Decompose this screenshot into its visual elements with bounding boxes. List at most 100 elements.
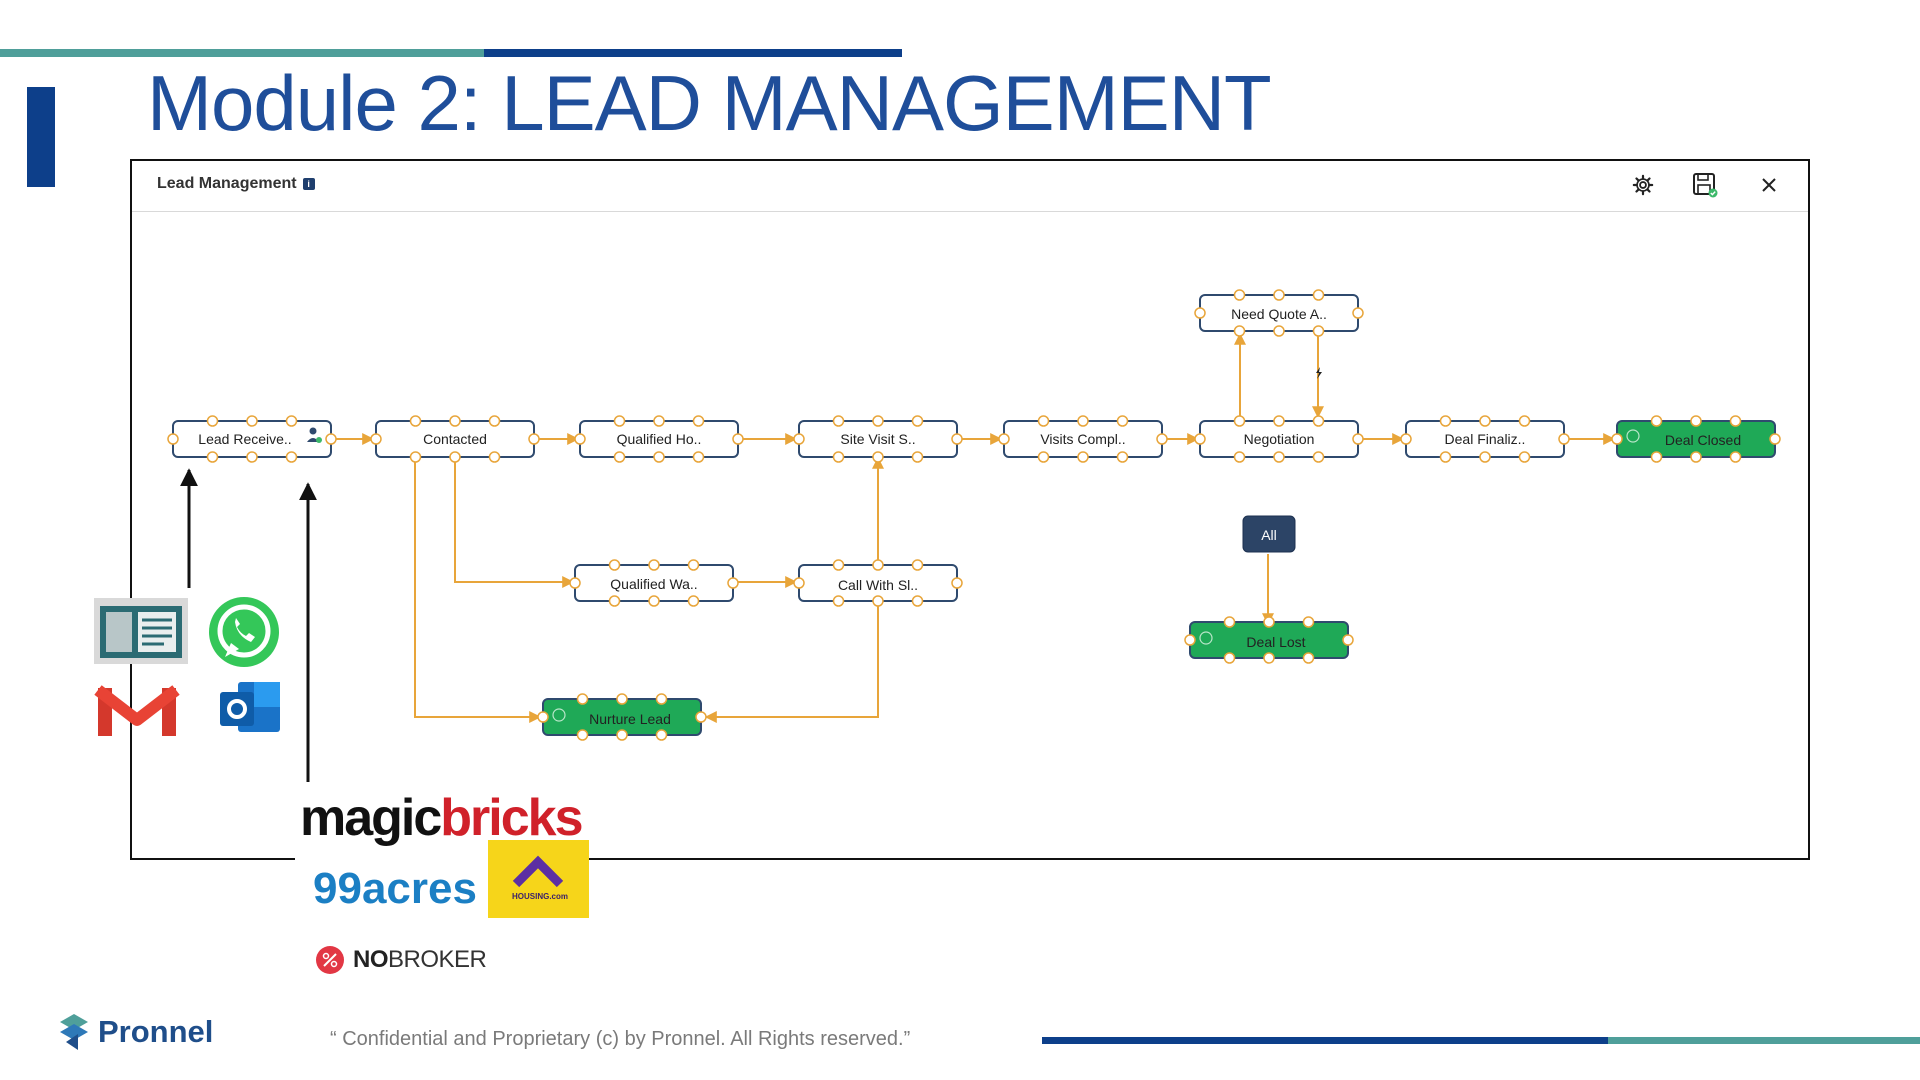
connection-handle[interactable]	[911, 559, 924, 571]
connection-handle[interactable]	[1342, 634, 1354, 646]
node-qualified-ho[interactable]: Qualified Ho..	[579, 420, 739, 458]
connection-handle[interactable]	[613, 451, 626, 463]
connection-handle[interactable]	[1077, 415, 1089, 427]
connection-handle[interactable]	[732, 433, 744, 445]
connection-handle[interactable]	[1729, 415, 1742, 427]
connection-handle[interactable]	[1184, 634, 1196, 646]
connection-handle[interactable]	[616, 729, 628, 741]
connection-handle[interactable]	[1156, 433, 1168, 445]
node-negotiation[interactable]: Negotiation	[1199, 420, 1359, 458]
node-nurture-lead[interactable]: Nurture Lead	[542, 698, 702, 736]
connection-handle[interactable]	[1439, 415, 1452, 427]
connection-handle[interactable]	[1223, 616, 1236, 628]
connection-handle[interactable]	[206, 451, 219, 463]
connection-handle[interactable]	[832, 415, 845, 427]
connection-handle[interactable]	[1233, 451, 1246, 463]
connection-handle[interactable]	[537, 711, 549, 723]
connection-handle[interactable]	[695, 711, 707, 723]
connection-handle[interactable]	[832, 451, 845, 463]
connection-handle[interactable]	[1037, 415, 1050, 427]
connection-handle[interactable]	[409, 415, 422, 427]
connection-handle[interactable]	[951, 433, 963, 445]
connection-handle[interactable]	[1439, 451, 1452, 463]
save-icon[interactable]	[1691, 171, 1719, 199]
connection-handle[interactable]	[872, 451, 884, 463]
assign-user-icon[interactable]	[307, 427, 322, 444]
connection-handle[interactable]	[246, 415, 258, 427]
connection-handle[interactable]	[648, 559, 660, 571]
connection-handle[interactable]	[793, 577, 805, 589]
connection-handle[interactable]	[1312, 451, 1325, 463]
connection-handle[interactable]	[872, 559, 884, 571]
connection-handle[interactable]	[1352, 307, 1364, 319]
connection-handle[interactable]	[1650, 451, 1663, 463]
connection-handle[interactable]	[1037, 451, 1050, 463]
connection-handle[interactable]	[285, 415, 298, 427]
connection-handle[interactable]	[832, 595, 845, 607]
connection-handle[interactable]	[370, 433, 382, 445]
connection-handle[interactable]	[1194, 433, 1206, 445]
connection-handle[interactable]	[449, 415, 461, 427]
node-all[interactable]: All	[1242, 515, 1296, 553]
connection-handle[interactable]	[872, 595, 884, 607]
connection-handle[interactable]	[832, 559, 845, 571]
connection-handle[interactable]	[1690, 415, 1702, 427]
connection-handle[interactable]	[1312, 415, 1325, 427]
connection-handle[interactable]	[911, 415, 924, 427]
connection-handle[interactable]	[325, 433, 337, 445]
connection-handle[interactable]	[576, 693, 589, 705]
connection-handle[interactable]	[687, 595, 700, 607]
connection-handle[interactable]	[1194, 307, 1206, 319]
connection-handle[interactable]	[1077, 451, 1089, 463]
connection-handle[interactable]	[1558, 433, 1570, 445]
settings-gear-icon[interactable]	[1629, 171, 1657, 199]
connection-handle[interactable]	[1233, 415, 1246, 427]
connection-handle[interactable]	[1263, 616, 1275, 628]
connection-handle[interactable]	[655, 693, 668, 705]
connection-handle[interactable]	[1273, 289, 1285, 301]
connection-handle[interactable]	[793, 433, 805, 445]
connection-handle[interactable]	[872, 415, 884, 427]
connection-handle[interactable]	[1518, 415, 1531, 427]
connection-handle[interactable]	[687, 559, 700, 571]
connection-handle[interactable]	[692, 451, 705, 463]
connection-handle[interactable]	[1116, 451, 1129, 463]
connection-handle[interactable]	[1302, 616, 1315, 628]
connection-handle[interactable]	[285, 451, 298, 463]
connection-handle[interactable]	[1116, 415, 1129, 427]
connection-handle[interactable]	[488, 415, 501, 427]
connection-handle[interactable]	[1263, 652, 1275, 664]
connection-handle[interactable]	[951, 577, 963, 589]
connection-handle[interactable]	[911, 595, 924, 607]
connection-handle[interactable]	[616, 693, 628, 705]
connection-handle[interactable]	[1273, 451, 1285, 463]
connection-handle[interactable]	[1400, 433, 1412, 445]
connection-handle[interactable]	[576, 729, 589, 741]
connection-handle[interactable]	[1312, 289, 1325, 301]
connection-handle[interactable]	[1302, 652, 1315, 664]
connection-handle[interactable]	[409, 451, 422, 463]
connection-handle[interactable]	[1690, 451, 1702, 463]
connection-handle[interactable]	[1611, 433, 1623, 445]
close-icon[interactable]	[1755, 171, 1783, 199]
connection-handle[interactable]	[692, 415, 705, 427]
connection-handle[interactable]	[648, 595, 660, 607]
connection-handle[interactable]	[1769, 433, 1781, 445]
connection-handle[interactable]	[1233, 325, 1246, 337]
connection-handle[interactable]	[653, 451, 665, 463]
connection-handle[interactable]	[1479, 415, 1491, 427]
connection-handle[interactable]	[1650, 415, 1663, 427]
info-icon[interactable]: i	[302, 178, 315, 190]
connection-handle[interactable]	[569, 577, 581, 589]
connection-handle[interactable]	[998, 433, 1010, 445]
connection-handle[interactable]	[1518, 451, 1531, 463]
connection-handle[interactable]	[608, 559, 621, 571]
connection-handle[interactable]	[655, 729, 668, 741]
connection-handle[interactable]	[1273, 325, 1285, 337]
connection-handle[interactable]	[1352, 433, 1364, 445]
connection-handle[interactable]	[1233, 289, 1246, 301]
connection-handle[interactable]	[1273, 415, 1285, 427]
connection-handle[interactable]	[574, 433, 586, 445]
connection-handle[interactable]	[206, 415, 219, 427]
connection-handle[interactable]	[608, 595, 621, 607]
